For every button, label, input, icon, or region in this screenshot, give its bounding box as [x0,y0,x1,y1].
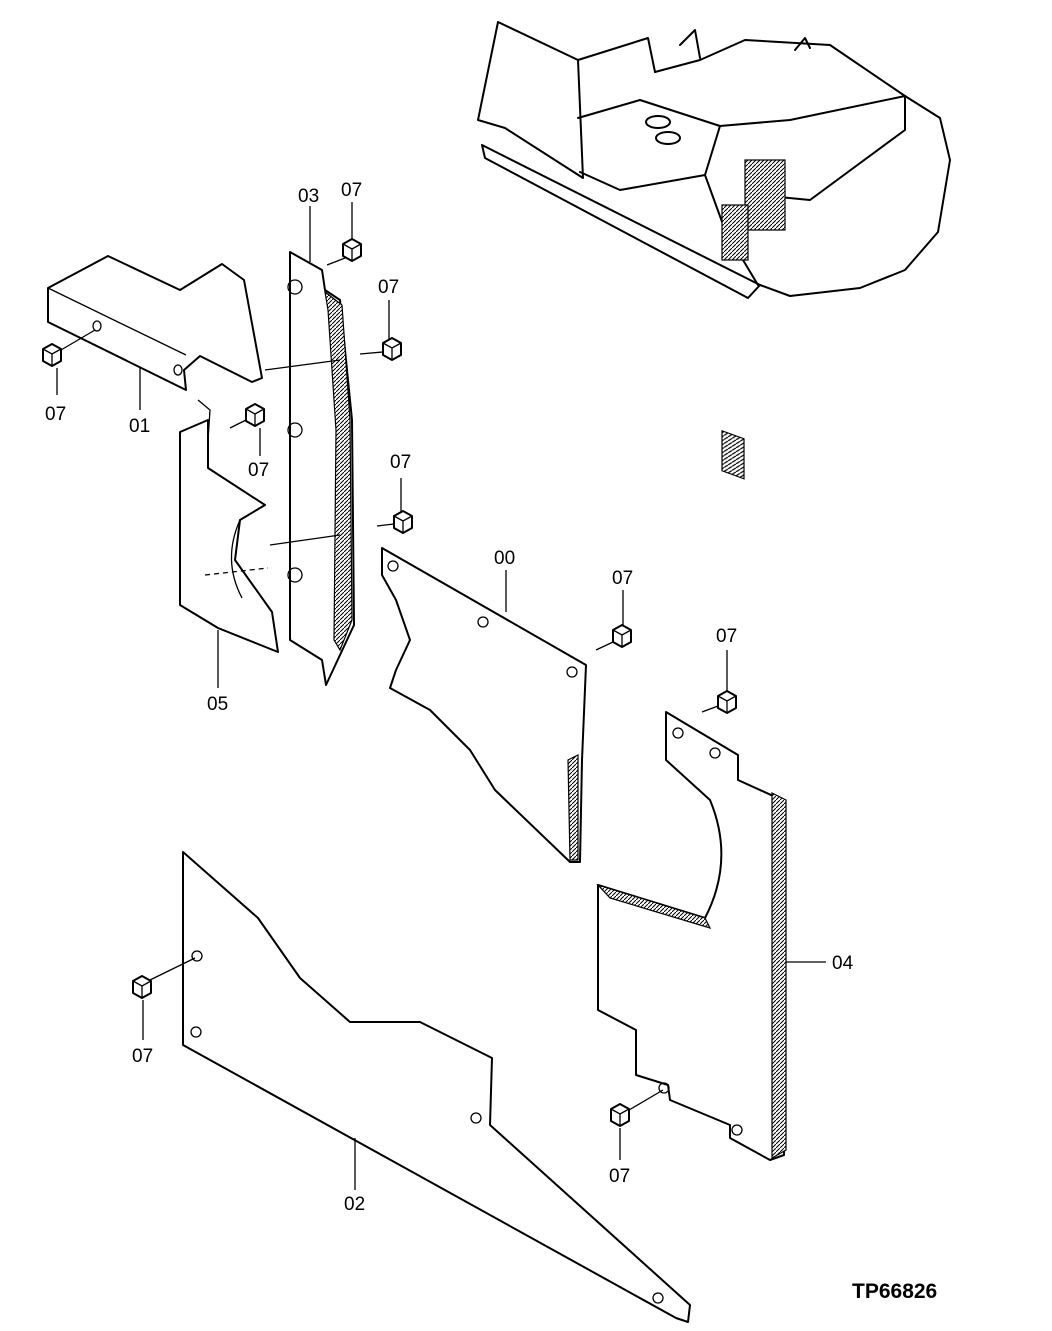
label-05: 05 [207,694,228,715]
label-02: 02 [344,1194,365,1215]
machine-overview [477,21,951,480]
label-07-f: 07 [612,568,633,589]
label-07-d: 07 [248,460,269,481]
part-05-bracket [179,399,279,653]
label-07-c: 07 [45,404,66,425]
callout-labels: 03 07 07 07 01 07 07 00 07 07 05 04 07 0… [45,180,937,1303]
label-07-g: 07 [716,626,737,647]
label-07-h: 07 [132,1046,153,1067]
part-00-panel [381,547,587,863]
drawing-code: TP66826 [852,1280,937,1303]
label-04: 04 [832,953,854,974]
part-02-panel [182,851,691,1323]
label-07-i: 07 [609,1166,630,1187]
part-04-panel [596,711,787,1161]
label-03: 03 [298,186,319,207]
bolt-07-group [42,238,737,1127]
part-01-bracket [47,255,263,391]
label-07-e: 07 [390,452,411,473]
part-03-panel [264,251,355,686]
label-07-a: 07 [341,180,362,201]
leader-lines [56,202,826,1190]
label-00: 00 [494,548,515,569]
label-07-b: 07 [378,277,399,298]
label-01: 01 [129,416,150,437]
